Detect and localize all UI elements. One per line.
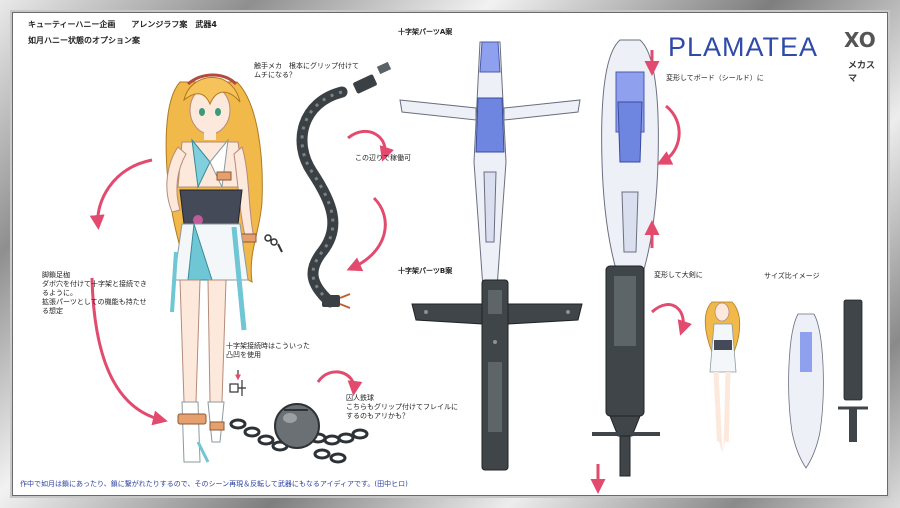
sheet-subtitle: 如月ハニー状態のオプション案 [28, 36, 140, 45]
label-cross-b: 十字架パーツB案 [398, 267, 453, 275]
tentacle-whip [296, 61, 392, 309]
label-size-compare: サイズ比イメージ [764, 272, 820, 280]
motion-arrows [89, 50, 692, 494]
size-comparison [704, 299, 868, 469]
ball-and-chain [229, 403, 369, 464]
character-illustration [165, 73, 263, 463]
note-sword: 変形して大剣に [654, 271, 703, 279]
shield-part [601, 39, 659, 303]
note-shield: 変形してボード（シールド）に [666, 74, 764, 82]
note-joint: 十字架接続時はこういった 凸凹を使用 [226, 342, 310, 359]
logo-sub: メカスマ [848, 61, 876, 84]
logo-mark: XO [844, 28, 876, 52]
sheet-title: キューティーハニー企画 アレンジラフ案 武器4 [28, 20, 217, 29]
note-ankle-shackle: 脚鎖足枷 ダボ穴を付けて十字架と接続でき るように。 拡張パーツとしての機能も持… [42, 271, 147, 315]
cross-a-part [399, 41, 581, 303]
note-tentacle: 触手メカ 根本にグリップ付けて ムチになる？ [254, 62, 359, 79]
wrist-chain [264, 234, 283, 253]
sword-part [592, 265, 660, 477]
cross-b-part [411, 279, 583, 471]
logo-brand: PLAMATEA [668, 32, 819, 62]
label-cross-a: 十字架パーツA案 [398, 28, 453, 36]
sketch-art [89, 39, 868, 494]
joint-diagram [229, 370, 246, 396]
plamatea-logo: PLAMATEA XO メカスマ [668, 28, 878, 84]
design-sheet: キューティーハニー企画 アレンジラフ案 武器4 如月ハニー状態のオプション案 触… [12, 12, 888, 496]
note-iron-ball: 囚人鉄球 こちらもグリップ付けてフレイルに するのもアリかも？ [346, 394, 458, 420]
footer-note: 作中で如月は鎖にあったり、鎖に繋がれたりするので、そのシーン再現＆反転して武器に… [20, 480, 408, 488]
note-movable: この辺りで稼働可 [355, 154, 411, 162]
